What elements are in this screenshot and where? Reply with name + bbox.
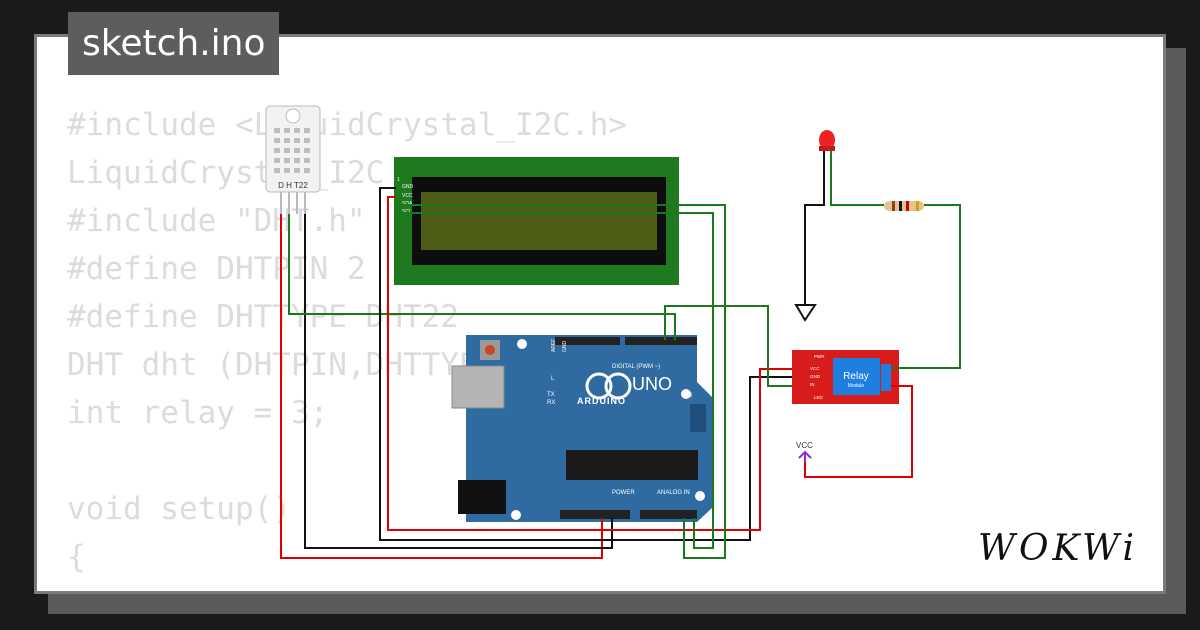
vcc-terminal[interactable]: VCC xyxy=(796,441,813,462)
led-l-label: L xyxy=(551,376,555,382)
mount-hole xyxy=(681,389,691,399)
arduino-labels: DIGITAL (PWM ~) ARDUINO UNO POWER ANALOG… xyxy=(547,339,692,496)
header-analog xyxy=(640,510,697,519)
led-tx-label: TX xyxy=(547,392,555,398)
lcd-display[interactable]: 1 GND VCC SDA SCL xyxy=(394,157,679,285)
led-rx-label: RX xyxy=(547,400,555,406)
wire-led-resistor xyxy=(830,151,884,206)
mount-hole xyxy=(511,510,521,520)
atmega-chip xyxy=(566,450,698,480)
wire-lcd-gnd xyxy=(379,187,792,541)
mount-hole xyxy=(517,339,527,349)
header-digital-high xyxy=(555,337,620,345)
dht22-mount-hole xyxy=(285,108,301,124)
wire-relay-in xyxy=(664,305,792,387)
relay-led-label: LED xyxy=(814,395,824,400)
relay-module[interactable]: Relay Module PWR VCC GND IN LED xyxy=(792,350,899,404)
icsp-header xyxy=(690,404,706,432)
arduino-logo-right xyxy=(604,372,632,400)
power-label: POWER xyxy=(612,490,635,496)
wire-relay-vcc xyxy=(804,385,913,478)
lcd-pin-label: VCC xyxy=(402,193,413,199)
dht22-pins xyxy=(280,192,306,214)
code-line: { xyxy=(67,539,86,575)
relay-pin-label: GND xyxy=(810,374,821,379)
relay-labels: PWR VCC GND IN LED xyxy=(810,354,825,400)
relay-title: Relay xyxy=(843,371,869,382)
ground-symbol xyxy=(794,304,817,322)
led-on-label: ON xyxy=(683,393,692,399)
usb-port xyxy=(451,365,505,409)
arduino-brand: ARDUINO xyxy=(577,396,626,406)
header-power xyxy=(560,510,630,519)
red-led[interactable] xyxy=(819,130,835,151)
dht22-grille xyxy=(274,128,310,173)
relay-subtitle: Module xyxy=(848,383,865,389)
relay-pin-label: VCC xyxy=(810,366,820,371)
relay-terminals xyxy=(881,364,891,391)
header-digital-low xyxy=(625,337,697,345)
dht22-sensor[interactable]: D H T22 xyxy=(265,105,321,214)
wire-dht-gnd xyxy=(304,214,613,549)
wire-lcd-scl xyxy=(396,212,714,549)
wire-dht-5v xyxy=(280,214,603,559)
relay-pwr-label: PWR xyxy=(814,354,825,359)
vcc-label: VCC xyxy=(796,441,813,450)
led-dome xyxy=(819,130,835,150)
relay-block xyxy=(833,358,880,395)
lcd-screen xyxy=(421,192,657,250)
reset-button-cap xyxy=(485,345,495,355)
code-line: #include "DHT.h" xyxy=(67,203,366,239)
arduino-uno[interactable]: DIGITAL (PWM ~) ARDUINO UNO POWER ANALOG… xyxy=(451,335,712,522)
wire-lcd-sda xyxy=(396,204,726,559)
gnd-label: GND xyxy=(562,341,568,353)
led-base xyxy=(819,146,835,151)
aref-label: AREF xyxy=(551,339,557,352)
arduino-model: UNO xyxy=(632,374,672,394)
wire-dht-data xyxy=(288,214,676,340)
code-line: int relay = 3; xyxy=(67,395,329,431)
mount-hole xyxy=(695,491,705,501)
analog-label: ANALOG IN xyxy=(657,490,690,496)
wire-lcd-vcc xyxy=(387,196,792,531)
dht22-label: D H T22 xyxy=(278,181,308,190)
arduino-logo-left xyxy=(585,372,613,400)
code-line: lcd.init(); xyxy=(67,581,683,591)
relay-pin-label: IN xyxy=(810,382,815,387)
code-line: #define DHTPIN 2 xyxy=(67,251,366,287)
wire-led-gnd xyxy=(804,151,825,305)
code-line: void setup() xyxy=(67,491,291,527)
power-jack xyxy=(458,480,506,514)
digital-label: DIGITAL (PWM ~) xyxy=(612,364,660,370)
resistor[interactable] xyxy=(884,201,924,211)
wires xyxy=(280,151,961,559)
file-tab[interactable]: sketch.ino xyxy=(68,12,280,75)
lcd-pin-label: 1 xyxy=(397,177,400,183)
wokwi-logo: WOKWi xyxy=(978,528,1139,569)
vcc-arrow xyxy=(798,450,812,462)
lcd-pin-label: GND xyxy=(402,184,414,190)
wire-resistor-relay xyxy=(891,204,961,369)
